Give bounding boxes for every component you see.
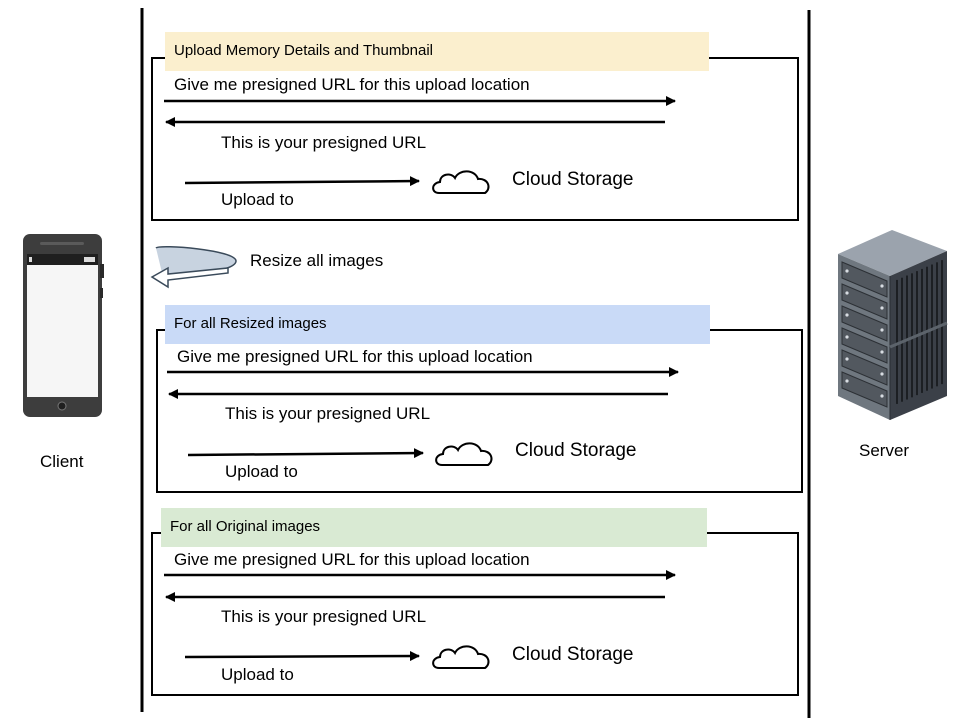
cloud-icon: [432, 645, 490, 669]
request-label-1: Give me presigned URL for this upload lo…: [174, 75, 530, 94]
group-header-label-3: For all Original images: [170, 518, 321, 535]
group-header-label-1: Upload Memory Details and Thumbnail: [174, 42, 434, 59]
upload-label-2: Upload to: [225, 462, 298, 481]
upload-arrow-2: [187, 448, 424, 459]
request-label-3: Give me presigned URL for this upload lo…: [174, 550, 530, 569]
upload-label-1: Upload to: [221, 190, 294, 209]
response-label-2: This is your presigned URL: [225, 404, 431, 423]
group-header-bg-2: [165, 305, 710, 344]
server-drive-bays: [841, 261, 888, 408]
storage-label-3: Cloud Storage: [512, 644, 634, 665]
smartphone-icon: [23, 234, 104, 417]
upload-arrow-3: [184, 651, 420, 662]
group-header-label-2: For all Resized images: [174, 315, 327, 332]
cloud-icon: [435, 442, 493, 466]
request-label-2: Give me presigned URL for this upload lo…: [177, 347, 533, 366]
client-label: Client: [40, 452, 84, 471]
storage-label-2: Cloud Storage: [515, 440, 637, 461]
server-vents: [889, 260, 948, 404]
cloud-icon: [432, 170, 490, 194]
group-header-bg-3: [161, 508, 707, 547]
loop-arrow-icon: [150, 246, 237, 289]
self-step-label: Resize all images: [250, 251, 384, 270]
response-label-3: This is your presigned URL: [221, 607, 427, 626]
server-label: Server: [859, 441, 910, 460]
upload-label-3: Upload to: [221, 665, 294, 684]
storage-label-1: Cloud Storage: [512, 169, 634, 190]
upload-arrow-1: [184, 176, 420, 187]
group-header-bg-1: [165, 32, 709, 71]
response-label-1: This is your presigned URL: [221, 133, 427, 152]
